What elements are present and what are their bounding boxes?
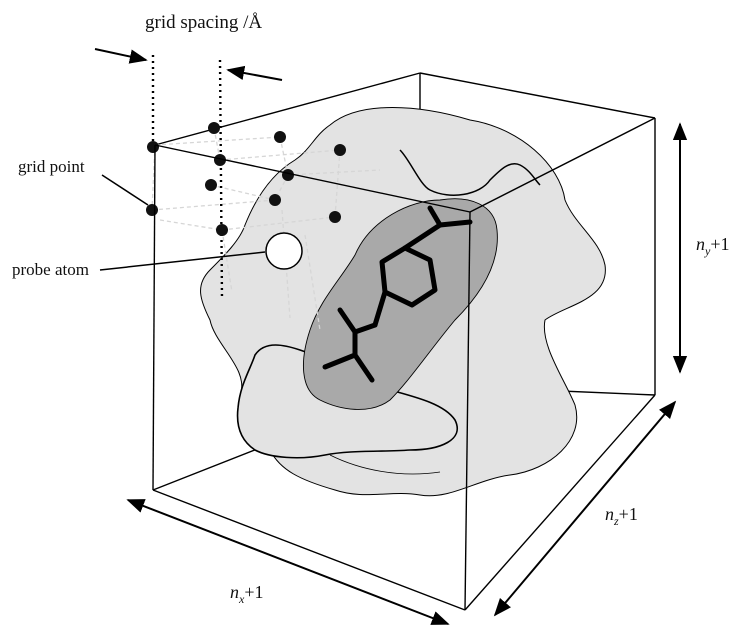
grid-spacing-arrow-right [226, 65, 283, 81]
grid-point [334, 144, 346, 156]
protein-wrinkle [329, 454, 441, 475]
grid-point [269, 194, 281, 206]
grid-point [214, 154, 226, 166]
grid-point [329, 211, 341, 223]
grid-spacing-markers [151, 55, 224, 301]
grid-spacing-label: grid spacing /Å [145, 12, 262, 33]
grid-point [146, 204, 158, 216]
grid-point-label: grid point [18, 157, 85, 176]
nx-arrow [126, 499, 450, 625]
ligand-ring [379, 245, 438, 308]
grid-point [282, 169, 294, 181]
grid-point [208, 122, 220, 134]
nz-arrow [493, 400, 677, 617]
probe-atom [265, 232, 303, 270]
ny-label: ny+1 [696, 234, 729, 258]
grid-spacing-arrow-left [94, 48, 148, 64]
grid-point [216, 224, 228, 236]
grid-point [147, 141, 159, 153]
grid-point [205, 179, 217, 191]
grid-point [274, 131, 286, 143]
nx-label: nx+1 [230, 582, 263, 606]
probe-atom-label: probe atom [12, 260, 89, 279]
ligand-molecule [322, 205, 473, 383]
leader-lines [99, 174, 266, 271]
protein-top-ridge [399, 149, 541, 196]
dimension-arrows [94, 48, 688, 625]
nz-label: nz+1 [605, 504, 638, 528]
